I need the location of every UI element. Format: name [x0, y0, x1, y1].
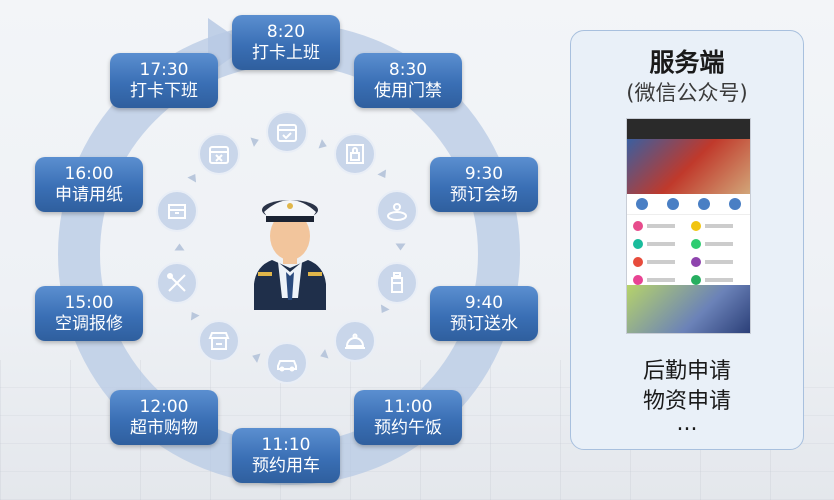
schedule-tag-1500: 15:00 空调报修 [35, 286, 143, 341]
calendar-x-icon [198, 133, 240, 175]
tag-time: 16:00 [64, 163, 114, 184]
tag-time: 11:10 [261, 434, 311, 455]
schedule-tag-1110: 11:10 预约用车 [232, 428, 340, 483]
phone-promo-image [627, 285, 750, 333]
phone-nav-row [627, 194, 750, 215]
paper-box-icon [156, 190, 198, 232]
schedule-tag-0930: 9:30 预订会场 [430, 157, 538, 212]
tag-task: 预约用车 [252, 455, 320, 476]
tag-time: 11:00 [383, 396, 433, 417]
tag-task: 使用门禁 [374, 80, 442, 101]
panel-item: 后勤申请 [642, 359, 731, 384]
schedule-tag-0940: 9:40 预订送水 [430, 286, 538, 341]
tag-task: 打卡上班 [252, 42, 320, 63]
tag-time: 12:00 [139, 396, 189, 417]
tag-time: 9:30 [464, 163, 504, 184]
meeting-icon [376, 190, 418, 232]
lock-icon [334, 133, 376, 175]
tag-time: 8:30 [388, 59, 428, 80]
phone-banner-image [627, 139, 750, 194]
officer-avatar [254, 200, 326, 310]
flow-arrow [395, 243, 406, 251]
panel-item: ... [676, 411, 698, 436]
tag-task: 预订送水 [450, 313, 518, 334]
tag-task: 打卡下班 [130, 80, 198, 101]
service-panel: 服务端 (微信公众号) 后勤申请 物资申请 ... [570, 30, 804, 450]
panel-subtitle: (微信公众号) [626, 81, 748, 105]
calendar-check-icon [266, 111, 308, 153]
schedule-tag-1730: 17:30 打卡下班 [110, 53, 218, 108]
panel-item: 物资申请 [642, 389, 731, 414]
schedule-tag-1100: 11:00 预约午饭 [354, 390, 462, 445]
shop-icon [198, 320, 240, 362]
tag-task: 超市购物 [130, 417, 198, 438]
panel-title: 服务端 [649, 48, 725, 77]
car-icon [266, 342, 308, 384]
phone-menu-grid [627, 215, 750, 291]
schedule-tag-0820: 8:20 打卡上班 [232, 15, 340, 70]
tools-icon [156, 262, 198, 304]
flow-arrow [174, 243, 185, 251]
phone-screenshot [626, 118, 751, 334]
schedule-tag-1200: 12:00 超市购物 [110, 390, 218, 445]
phone-status-bar [627, 119, 750, 139]
tag-task: 预订会场 [450, 184, 518, 205]
tag-task: 空调报修 [55, 313, 123, 334]
water-bottle-icon [376, 262, 418, 304]
tag-time: 8:20 [266, 21, 306, 42]
tag-task: 申请用纸 [55, 184, 123, 205]
schedule-tag-0830: 8:30 使用门禁 [354, 53, 462, 108]
food-cover-icon [334, 320, 376, 362]
tag-time: 15:00 [64, 292, 114, 313]
tag-time: 17:30 [139, 59, 189, 80]
tag-task: 预约午饭 [374, 417, 442, 438]
tag-time: 9:40 [464, 292, 504, 313]
schedule-tag-1600: 16:00 申请用纸 [35, 157, 143, 212]
